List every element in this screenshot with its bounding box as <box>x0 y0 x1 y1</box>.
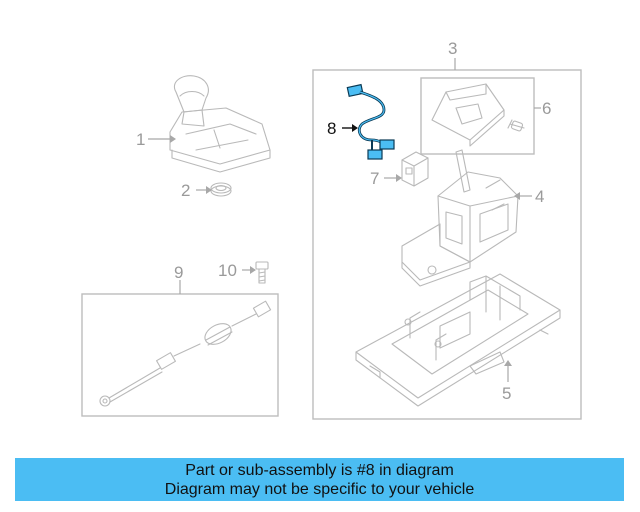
leader-10-arrow <box>250 266 256 274</box>
callout-2[interactable]: 2 <box>181 181 190 200</box>
part-5-base-housing <box>355 273 561 407</box>
leader-2-arrow <box>206 186 212 194</box>
banner-line-1: Part or sub-assembly is #8 in diagram <box>185 462 454 479</box>
part-2-ring <box>210 182 232 197</box>
part-7-switch <box>401 151 429 187</box>
callout-8[interactable]: 8 <box>327 119 336 138</box>
callout-5[interactable]: 5 <box>502 384 511 403</box>
leader-4-arrow <box>514 192 520 200</box>
leader-8-arrow <box>352 124 358 132</box>
part-4-shifter-mechanism <box>401 149 519 287</box>
leader-7-arrow <box>396 174 402 182</box>
callout-1[interactable]: 1 <box>136 130 145 149</box>
part-9-shift-cable <box>99 300 272 407</box>
callout-3[interactable]: 3 <box>448 39 457 58</box>
part-6-frame <box>420 77 535 155</box>
assembly-3-frame <box>312 69 582 420</box>
part-10-bolt <box>255 261 269 284</box>
callout-7[interactable]: 7 <box>370 169 379 188</box>
part-8-wiring-harness <box>346 83 395 160</box>
part-1-shift-knob <box>169 75 271 173</box>
callout-10[interactable]: 10 <box>218 261 237 280</box>
part-9-frame <box>81 293 279 417</box>
leader-1-arrow <box>170 135 176 143</box>
callout-6[interactable]: 6 <box>542 99 551 118</box>
callout-9[interactable]: 9 <box>174 263 183 282</box>
callout-4[interactable]: 4 <box>535 187 544 206</box>
info-banner: Part or sub-assembly is #8 in diagram Di… <box>15 458 624 501</box>
leader-5-arrow <box>504 360 512 366</box>
part-6-cover-panel <box>431 83 525 147</box>
banner-line-2: Diagram may not be specific to your vehi… <box>164 481 475 498</box>
